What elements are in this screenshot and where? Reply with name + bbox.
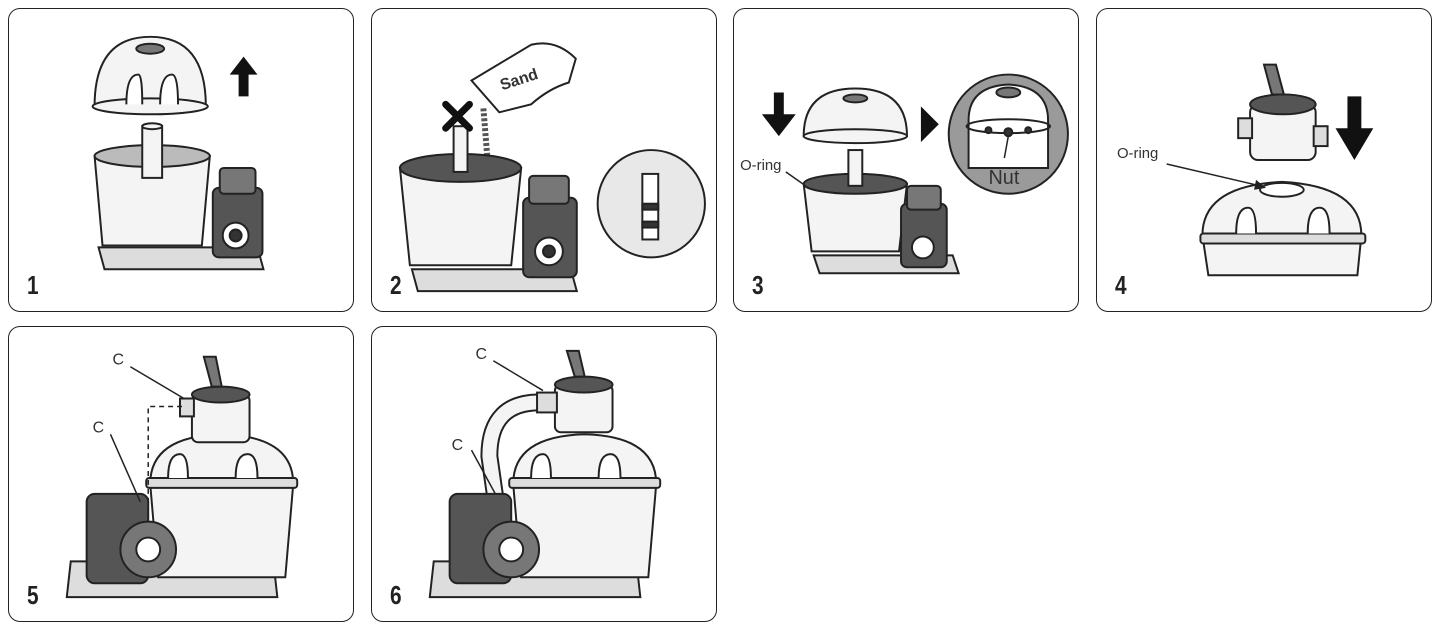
connection-hose: [482, 395, 544, 499]
x-mark-icon: [442, 100, 473, 132]
step-6-illustration: C C: [428, 346, 662, 599]
step-number: 5: [27, 580, 39, 610]
arrow-up-icon: [229, 56, 258, 97]
valve-handle: [202, 355, 223, 388]
valve-handle: [565, 349, 586, 378]
step-panel-4: O-ring 4: [1096, 8, 1432, 312]
step-1-illustration: [91, 35, 265, 271]
step-number: 4: [1115, 270, 1127, 300]
step-number: 2: [390, 270, 402, 300]
c-label-valve: C: [475, 346, 486, 363]
c-label-pump: C: [93, 419, 104, 436]
step-number: 6: [390, 580, 402, 610]
step-number: 1: [27, 270, 39, 300]
tank-lid-dome: [802, 87, 908, 138]
arrow-down-icon: [1335, 96, 1374, 160]
step-5-illustration: C C: [65, 352, 299, 599]
arrow-right-icon: [920, 106, 939, 143]
nut-label: Nut: [988, 167, 1019, 189]
oring-label: O-ring: [1117, 146, 1158, 162]
step-2-illustration: Sand: [398, 42, 706, 293]
step-panel-2: Sand 2: [371, 8, 717, 312]
step-panel-5: C C 5: [8, 326, 354, 622]
valve-handle: [1262, 63, 1286, 96]
step-panel-6: C C 6: [371, 326, 717, 622]
step-number: 3: [752, 270, 764, 300]
c-label-valve: C: [112, 352, 123, 369]
c-label-pump: C: [452, 437, 463, 454]
step-4-illustration: O-ring: [1117, 63, 1374, 277]
oring-label: O-ring: [740, 158, 781, 174]
step-3-illustration: O-ring Nut: [740, 73, 1069, 275]
step-panel-3: O-ring Nut 3: [733, 8, 1079, 312]
step-panel-1: 1: [8, 8, 354, 312]
arrow-down-icon: [761, 92, 796, 137]
sand-bag: [469, 42, 577, 114]
